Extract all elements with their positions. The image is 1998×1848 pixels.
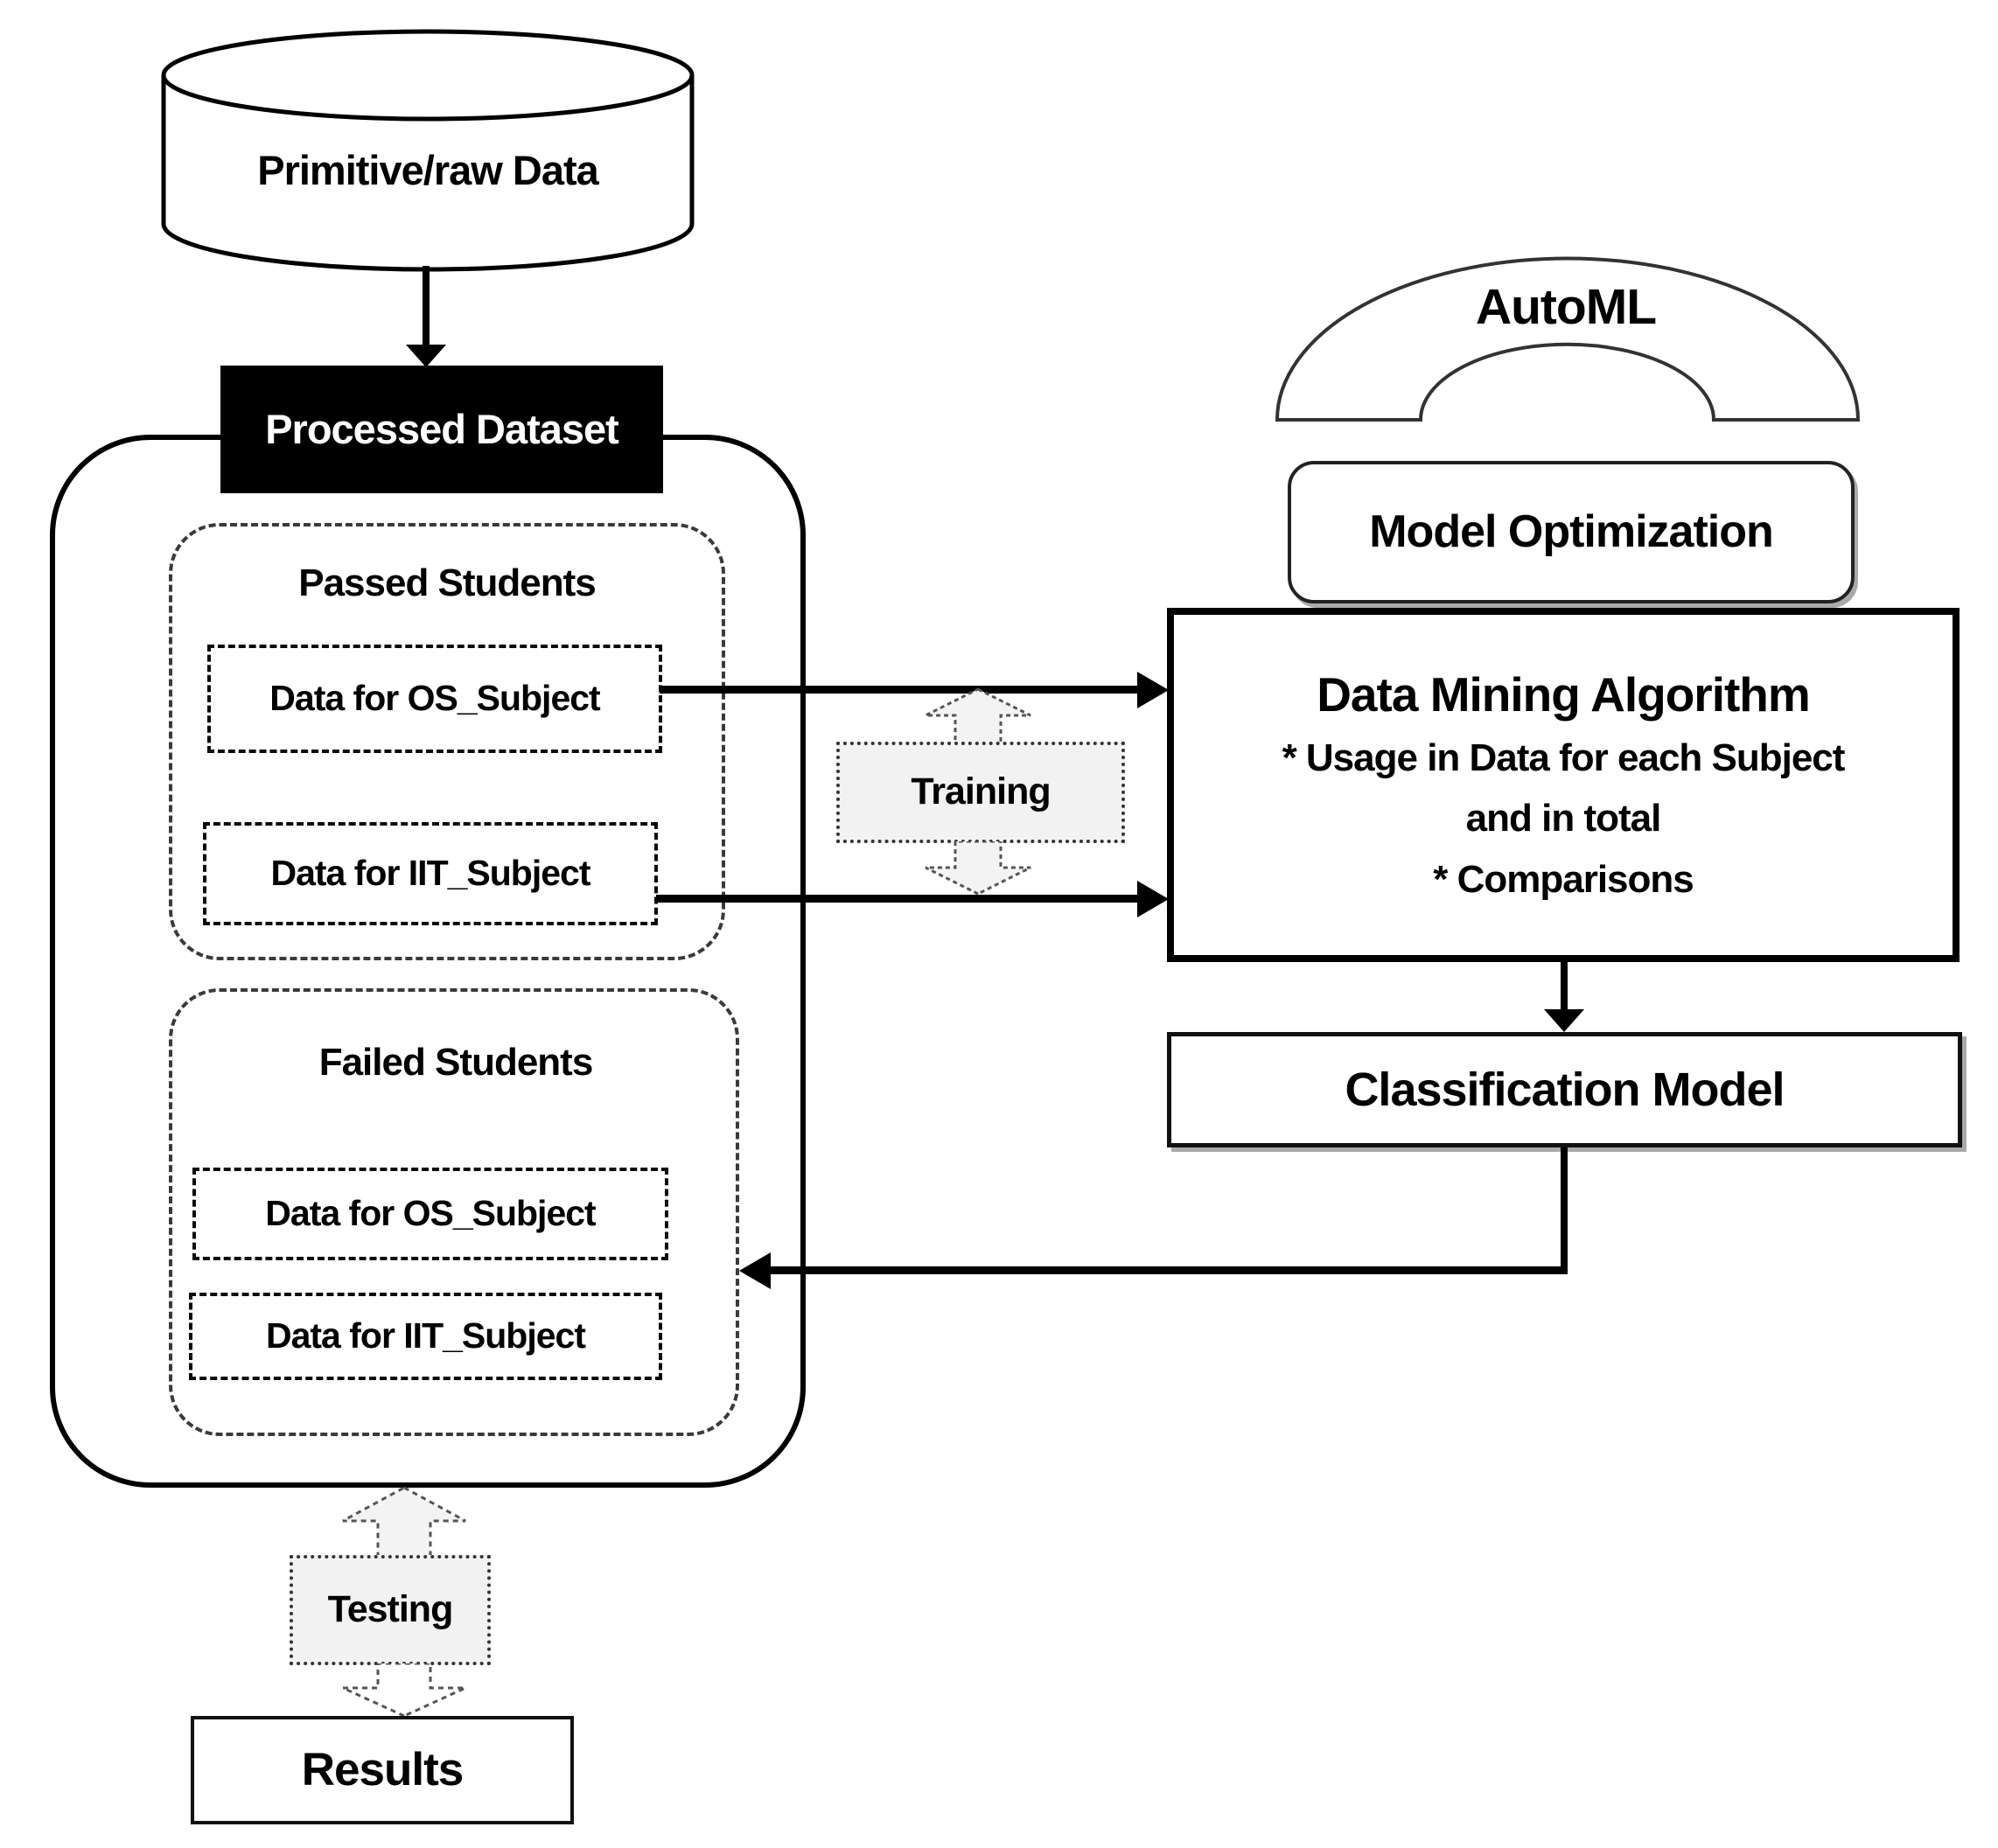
processed-dataset-node: Processed Dataset xyxy=(220,366,663,493)
data-mining-title: Data Mining Algorithm xyxy=(1317,666,1811,722)
failed-students-group xyxy=(169,988,739,1436)
failed-os-subject-node: Data for OS_Subject xyxy=(192,1168,668,1260)
automl-label: AutoML xyxy=(1475,279,1657,336)
classification-model-node: Classification Model xyxy=(1167,1032,1962,1147)
dma-to-classification-arrowhead-icon xyxy=(1544,1009,1584,1032)
failed-students-label: Failed Students xyxy=(318,1040,594,1084)
data-mining-bullet-comparisons: * Comparisons xyxy=(1433,858,1694,902)
raw-to-processed-connector xyxy=(423,266,430,350)
training-badge: Training xyxy=(836,742,1125,843)
passed-iit-subject-node: Data for IIT_Subject xyxy=(203,822,658,925)
training-down-arrow-icon xyxy=(925,841,1031,896)
training-lower-connector xyxy=(656,895,1141,903)
data-mining-bullet-usage: * Usage in Data for each Subject xyxy=(1282,736,1846,780)
results-node: Results xyxy=(191,1716,574,1824)
raw-to-processed-arrowhead-icon xyxy=(406,345,446,367)
feedback-vertical-connector xyxy=(1561,1147,1568,1274)
automl-arch-icon xyxy=(1275,256,1861,422)
training-lower-arrowhead-icon xyxy=(1137,881,1169,917)
raw-data-label: Primitive/raw Data xyxy=(257,146,599,193)
failed-iit-subject-node: Data for IIT_Subject xyxy=(189,1293,662,1380)
training-upper-connector xyxy=(660,686,1141,694)
passed-students-group xyxy=(169,523,725,960)
data-mining-algorithm-node: Data Mining Algorithm * Usage in Data fo… xyxy=(1167,608,1960,962)
training-upper-arrowhead-icon xyxy=(1137,672,1169,708)
data-mining-bullet-total: and in total xyxy=(1465,796,1662,840)
model-optimization-node: Model Optimization xyxy=(1288,461,1855,603)
passed-os-subject-node: Data for OS_Subject xyxy=(207,645,662,753)
feedback-horizontal-connector xyxy=(766,1266,1568,1274)
database-cylinder-icon xyxy=(161,29,695,272)
testing-down-arrow-icon xyxy=(342,1663,466,1718)
dma-to-classification-connector xyxy=(1561,962,1568,1015)
testing-badge: Testing xyxy=(290,1555,491,1665)
feedback-arrowhead-icon xyxy=(739,1252,771,1289)
testing-up-arrow-icon xyxy=(342,1486,466,1557)
passed-students-label: Passed Students xyxy=(298,561,597,604)
training-up-arrow-icon xyxy=(925,687,1031,743)
